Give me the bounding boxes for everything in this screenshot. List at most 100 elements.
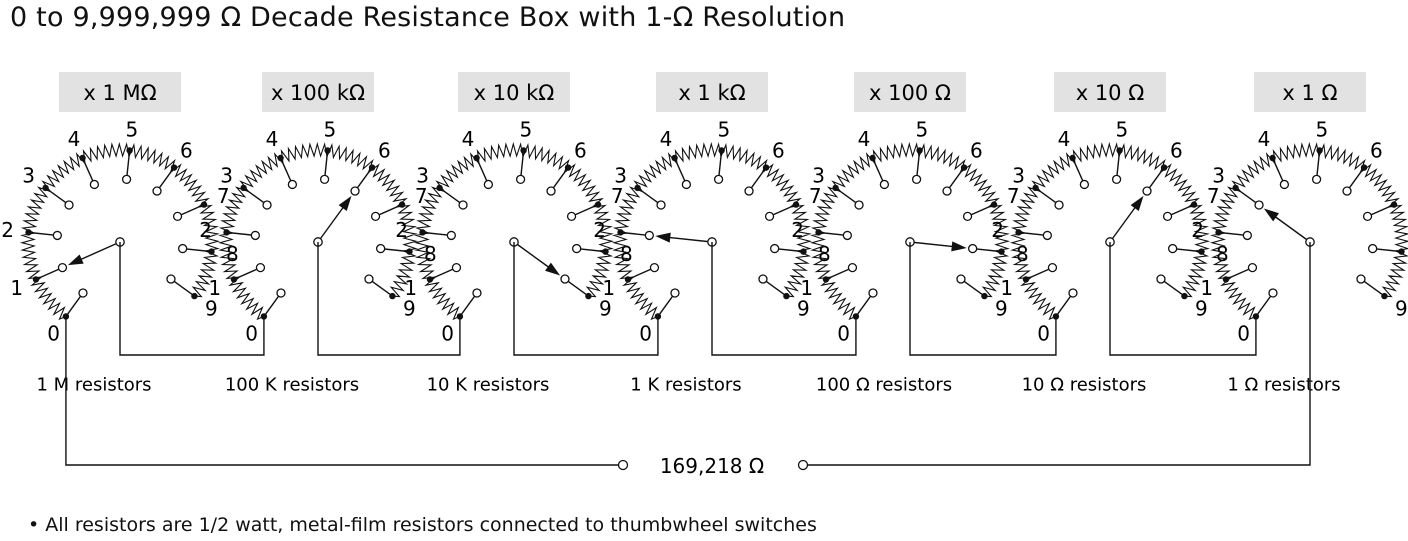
contact-stub [429,266,457,281]
multiplier-box [1054,72,1166,112]
tap-node [368,164,376,171]
position-label: 5 [125,118,138,142]
wiper-arrow [1130,195,1144,211]
position-label: 2 [593,218,606,242]
switch-contact [713,174,724,184]
multiplier-label: x 1 Ω [1282,81,1337,105]
position-label: 9 [1195,296,1208,320]
contact-stub [825,266,853,281]
switch-contact [250,230,260,241]
tap-node [223,229,230,236]
switch-contact [1168,243,1178,254]
tap-node [426,276,434,283]
tap-node [473,154,480,162]
contact-stub [170,278,195,297]
tap-node [520,147,527,154]
tap-node [822,276,830,283]
contact-stub [45,187,70,206]
multiplier-label: x 10 kΩ [474,81,555,105]
wiper-arrow [338,195,352,211]
position-label: 4 [660,127,673,151]
tap-node [832,184,839,192]
tap-node [998,248,1005,255]
resistor-chain [809,141,1011,321]
contact-stub [1035,187,1060,206]
position-label: 5 [323,118,336,142]
position-label: 1 [404,276,417,300]
switch-contact [276,288,286,298]
contact-stub [564,278,589,297]
switch-contact [962,211,973,222]
tap-node [1269,154,1276,162]
switch-contact [166,274,176,284]
tap-node [624,276,632,283]
wiper-arrow [67,254,84,266]
position-label: 7 [1007,184,1020,208]
contact-stub [1025,266,1053,281]
footnote: • All resistors are 1/2 watt, metal-film… [28,514,817,536]
tap-node [126,147,133,154]
contact-stub [818,231,848,237]
multiplier-box [656,72,768,112]
position-label: 5 [1115,118,1128,142]
contact-stub [871,157,886,185]
tap-node [617,229,624,236]
contact-stub [762,278,787,297]
tap-node [79,154,86,162]
switch-contact [879,179,890,190]
switch-wiper [665,236,713,243]
contact-stub [1372,247,1402,253]
position-label: 3 [1012,164,1025,188]
tap-node [406,248,413,255]
contact-stub [1255,292,1274,317]
tap-node [815,229,822,236]
contact-stub [233,266,261,281]
switch-contact [89,179,100,190]
contact-stub [1018,231,1048,237]
switch-contact [287,179,298,190]
switch-contact [262,200,272,210]
switch-contact [1311,174,1322,184]
contact-stub [439,187,464,206]
tap-node [1215,229,1222,236]
switch-contact [842,230,852,241]
decade-caption: 10 K resistors [427,375,550,396]
multiplier-box [458,72,570,112]
contact-stub [380,247,410,253]
decade-link-wire [317,242,461,356]
contact-stub [960,278,985,297]
switch-contact [1279,179,1290,190]
switch-contact [758,274,768,284]
total-resistance-label: 169,218 Ω [660,454,764,478]
tap-node [1022,276,1030,283]
switch-contact [483,179,494,190]
position-label: 2 [1,218,14,242]
position-label: 2 [1191,218,1204,242]
contact-stub [519,150,525,180]
tap-node [1015,229,1022,236]
position-label: 6 [772,139,785,163]
switch-contact [57,262,68,273]
contact-stub [1225,266,1253,281]
contact-stub [915,150,921,180]
position-label: 5 [717,118,730,142]
multiplier-box [1254,72,1366,112]
tap-node [436,184,443,192]
decade-caption: 10 Ω resistors [1022,375,1147,396]
terminal-right [797,459,809,471]
tap-node [1198,248,1205,255]
contact-stub [182,247,212,253]
tap-node [1390,201,1398,208]
position-label: 9 [797,296,810,320]
position-label: 7 [415,184,428,208]
switch-contact [319,174,330,184]
position-label: 5 [915,118,928,142]
tap-node [25,229,32,236]
position-label: 8 [620,242,633,266]
contact-stub [354,167,373,192]
